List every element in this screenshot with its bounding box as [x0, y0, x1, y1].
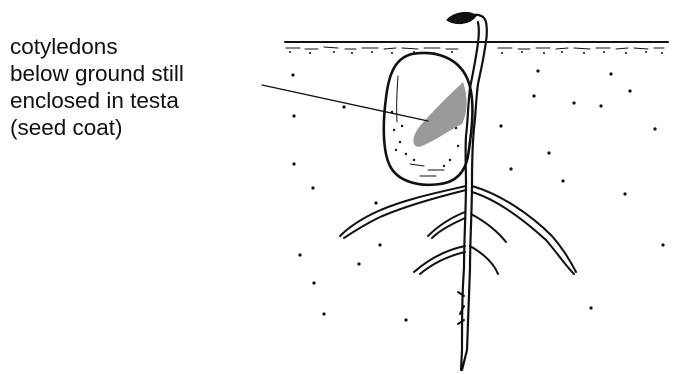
- annotation-leader-line: [262, 85, 428, 121]
- soil-particles: [291, 69, 664, 321]
- cotyledon-shading: [413, 82, 466, 147]
- radicle-main-root: [461, 182, 472, 370]
- lateral-roots: [340, 186, 576, 324]
